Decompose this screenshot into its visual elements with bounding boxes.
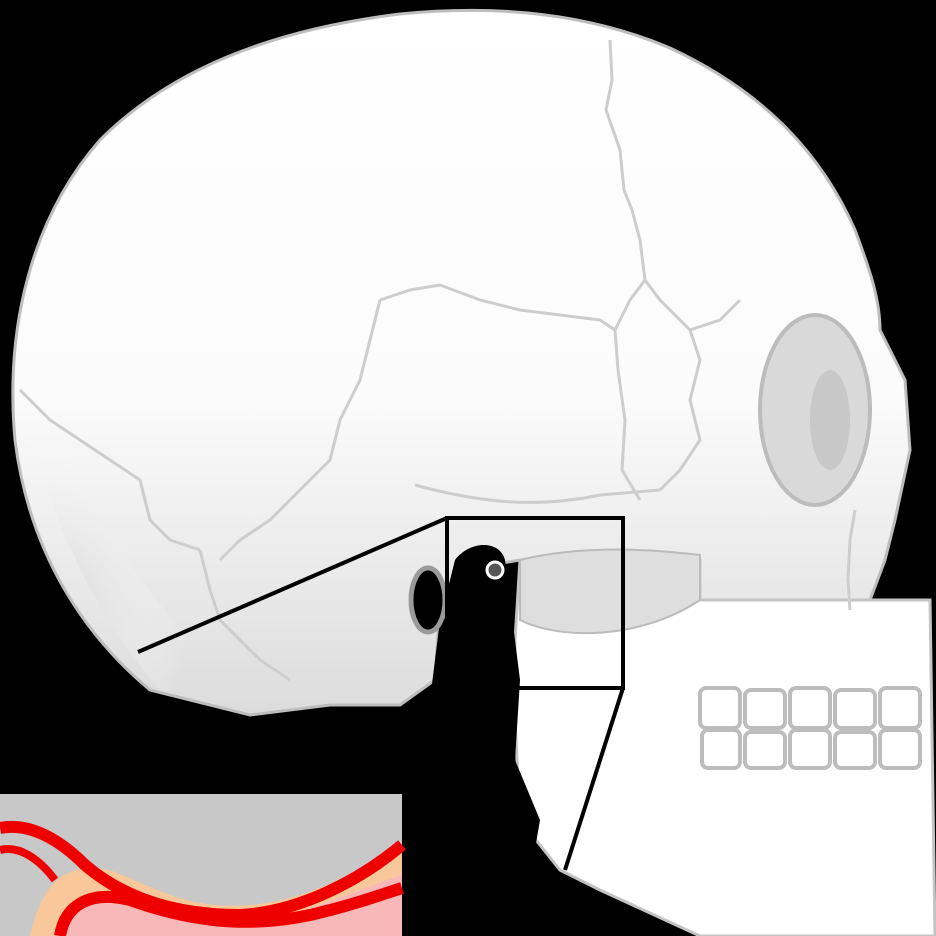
ear-canal xyxy=(411,568,445,632)
upper-teeth xyxy=(700,688,920,728)
orbit-inner xyxy=(810,370,850,470)
lower-teeth xyxy=(702,730,920,768)
inset-panel xyxy=(0,794,402,936)
mandibular-condyle xyxy=(487,562,503,578)
